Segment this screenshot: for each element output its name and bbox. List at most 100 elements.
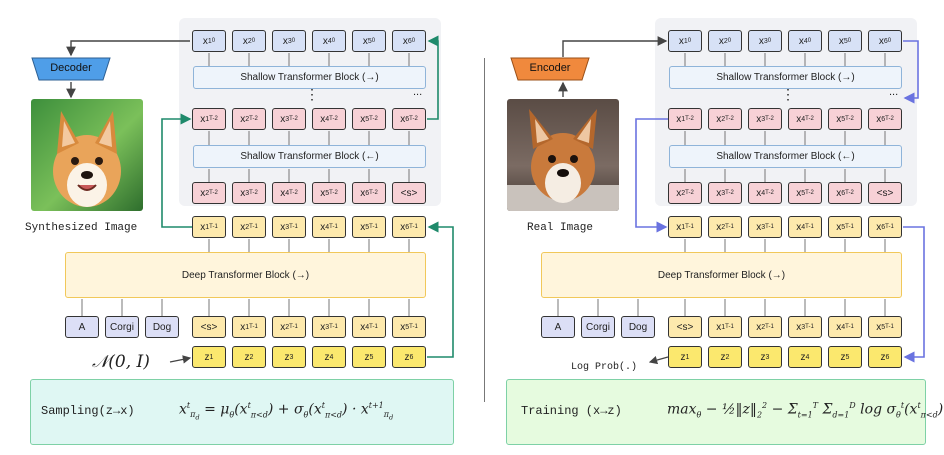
r-cond-token-a: A xyxy=(541,316,575,338)
real-image-caption: Real Image xyxy=(527,222,594,234)
cond-token-dog: Dog xyxy=(145,316,179,338)
left-deep-block: Deep Transformer Block (→) xyxy=(65,252,426,298)
left-connectors xyxy=(66,35,454,364)
r-vertical-dots: ⋮ xyxy=(781,86,795,102)
decoder-label: Decoder xyxy=(50,62,92,74)
left-shallow-bottom-block: Shallow Transformer Block (←) xyxy=(193,145,426,168)
input-start-token: <s> xyxy=(192,316,226,338)
sampling-formula-box: Sampling(z→x) xtπd = μθ(xtπ<d) + σθ(xtπ<… xyxy=(30,379,454,445)
noise-distribution-label: 𝒩(0, I) xyxy=(92,352,150,372)
sampling-equation: xtπd = μθ(xtπ<d) + σθ(xtπ<d) · xt+1πd xyxy=(179,401,394,423)
training-formula-box: Training (x→z) maxθ − ½‖z‖22 − Σt=1T Σd=… xyxy=(506,379,943,445)
training-label: Training (x→z) xyxy=(521,404,622,418)
r-input-start-token: <s> xyxy=(668,316,702,338)
right-shallow-top-block: Shallow Transformer Block (→) xyxy=(669,66,902,89)
horizontal-dots: ... xyxy=(413,86,423,98)
training-equation: maxθ − ½‖z‖22 − Σt=1T Σd=1D log σθt(xtπ<… xyxy=(667,401,944,420)
synthesized-image-caption: Synthesized Image xyxy=(25,222,138,234)
sampling-label: Sampling(z→x) xyxy=(41,404,135,418)
cond-token-a: A xyxy=(65,316,99,338)
encoder-label: Encoder xyxy=(529,62,571,74)
log-prob-label: Log Prob(.) xyxy=(571,362,638,373)
synthesized-corgi-image xyxy=(31,99,143,211)
right-shallow-bottom-block: Shallow Transformer Block (←) xyxy=(669,145,902,168)
vertical-dots: ⋮ xyxy=(305,86,319,102)
decoder-box xyxy=(31,57,111,81)
token-start: <s> xyxy=(392,182,426,204)
real-corgi-image xyxy=(507,99,619,211)
left-shallow-top-block: Shallow Transformer Block (→) xyxy=(193,66,426,89)
r-token-start: <s> xyxy=(868,182,902,204)
r-cond-token-dog: Dog xyxy=(621,316,655,338)
right-deep-block: Deep Transformer Block (→) xyxy=(541,252,902,298)
right-connectors xyxy=(557,36,925,365)
center-divider xyxy=(484,58,485,402)
r-horizontal-dots: ... xyxy=(889,86,899,98)
encoder-box xyxy=(510,57,590,81)
